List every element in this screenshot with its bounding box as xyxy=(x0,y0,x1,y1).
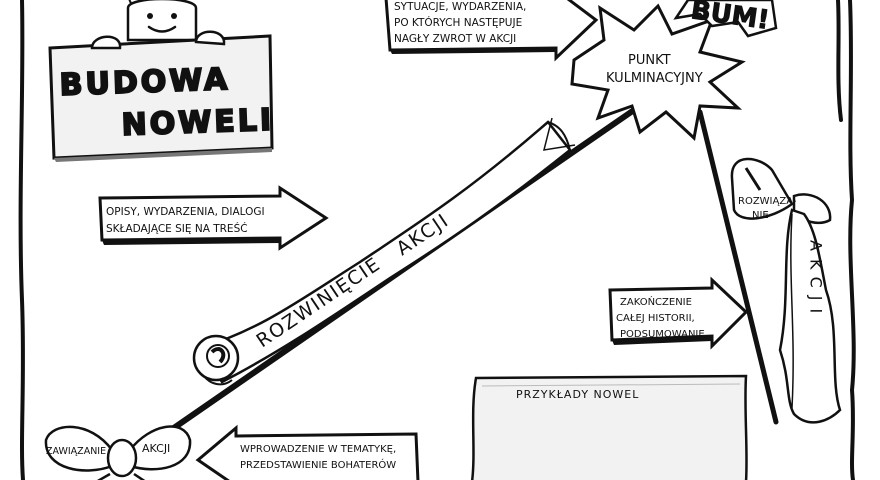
climax-note-line1: SYTUACJE, WYDARZENIA, xyxy=(394,1,526,13)
development-note-line1: OPISY, WYDARZENIA, DIALOGI xyxy=(106,206,265,218)
climax-note-arrow: SYTUACJE, WYDARZENIA, PO KTÓRYCH NASTĘPU… xyxy=(384,0,599,62)
climax-note-line2: PO KTÓRYCH NASTĘPUJE xyxy=(394,16,522,29)
exposition-right-text: AKCJI xyxy=(142,442,170,455)
exposition-note-line1: WPROWADZENIE W TEMATYKĘ, xyxy=(240,444,396,455)
resolution-line2: NIE xyxy=(752,210,769,221)
resolution-ribbon-text: AKCJI xyxy=(807,240,826,321)
examples-title: PRZYKŁADY NOWEL xyxy=(516,388,639,401)
exposition-bow: ZAWIĄZANIE AKCJI xyxy=(44,425,192,480)
child-hands xyxy=(90,30,226,50)
climax-starburst: PUNKT KULMINACYJNY xyxy=(570,3,746,141)
development-note-line2: SKŁADAJĄCE SIĘ NA TREŚĆ xyxy=(106,222,248,235)
resolution-note-arrow: ZAKOŃCZENIE CAŁEJ HISTORII, PODSUMOWANIE xyxy=(608,276,749,350)
frame-border xyxy=(18,0,856,480)
climax-note-line3: NAGŁY ZWROT W AKCJI xyxy=(394,33,516,45)
boom-burst: BUM! xyxy=(673,0,778,38)
banner-word-rozwiniecie: ROZWINIĘCIE xyxy=(252,253,384,352)
exposition-note-line2: PRZEDSTAWIENIE BOHATERÓW xyxy=(240,458,396,471)
resolution-bow: ROZWIĄZA- NIE AKCJI xyxy=(730,157,842,424)
resolution-note-line2: CAŁEJ HISTORII, xyxy=(616,313,695,324)
title-card: BUDOWA NOWELI xyxy=(48,34,276,162)
resolution-note-line3: PODSUMOWANIE xyxy=(620,329,705,340)
exposition-left-text: ZAWIĄZANIE xyxy=(46,446,106,457)
climax-line2: KULMINACYJNY xyxy=(606,71,703,86)
exposition-note-arrow: WPROWADZENIE W TEMATYKĘ, PRZEDSTAWIENIE … xyxy=(195,424,420,480)
climax-line1: PUNKT xyxy=(628,53,671,68)
boom-text: BUM! xyxy=(689,0,771,36)
development-note-arrow: OPISY, WYDARZENIA, DIALOGI SKŁADAJĄCE SI… xyxy=(98,185,329,251)
development-banner: ROZWINIĘCIE AKCJI xyxy=(192,117,576,386)
examples-sheet: PRZYKŁADY NOWEL xyxy=(470,374,748,480)
resolution-line1: ROZWIĄZA- xyxy=(738,196,797,207)
child-figure xyxy=(126,0,198,42)
title-line1: BUDOWA xyxy=(59,62,231,103)
resolution-note-line1: ZAKOŃCZENIE xyxy=(620,295,692,308)
title-line2: NOWELI xyxy=(121,103,275,143)
